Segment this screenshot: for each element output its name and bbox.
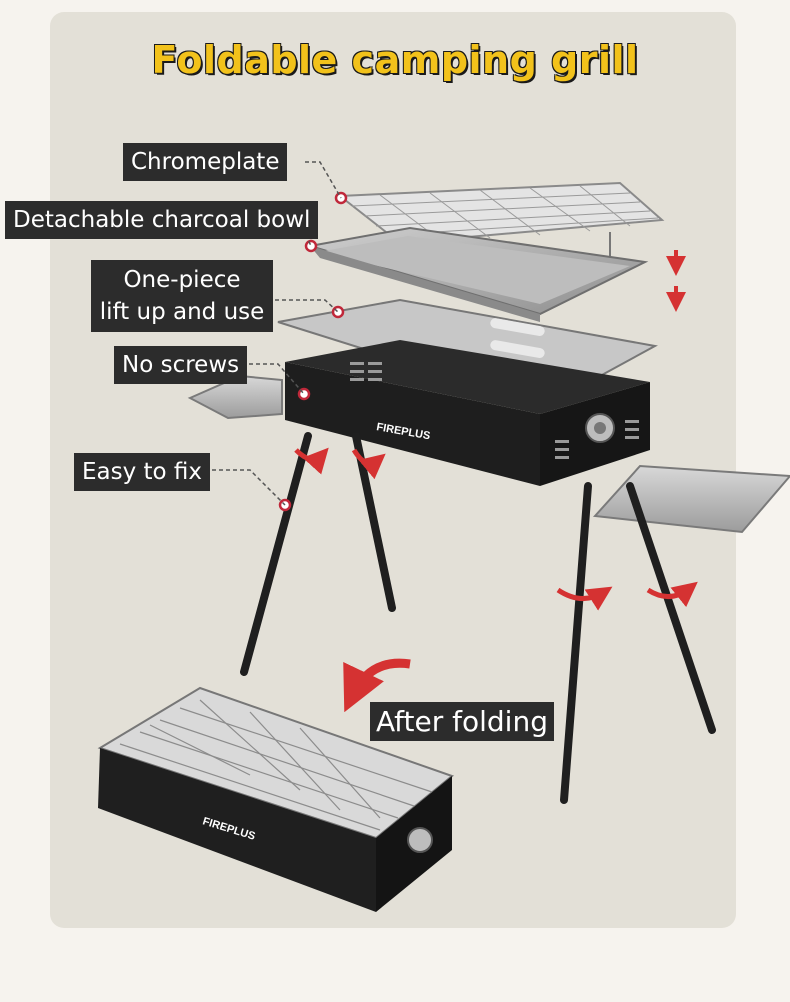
chrome-grate	[337, 181, 665, 268]
rotate-arrow-icon	[294, 447, 698, 611]
charcoal-bowl	[309, 226, 649, 322]
callout-one-piece-line2: lift up and use	[99, 299, 265, 325]
callout-chromeplate: Chromeplate	[123, 143, 288, 181]
fold-arrow-icon	[343, 658, 411, 713]
right-side-table	[592, 464, 790, 534]
callout-one-piece: One-piece lift up and use	[91, 260, 273, 332]
callout-one-piece-line1: One-piece	[123, 267, 241, 293]
callout-no-screws: No screws	[114, 346, 248, 384]
callout-easy-fix: Easy to fix	[74, 453, 211, 491]
page-title: Foldable camping grill	[151, 38, 639, 82]
folded-grill: FIREPLUS	[97, 686, 455, 912]
grill-body: FIREPLUS	[277, 298, 658, 486]
after-folding-label: After folding	[370, 702, 554, 741]
callout-charcoal-bowl: Detachable charcoal bowl	[5, 201, 319, 239]
callout-markers	[278, 191, 348, 512]
leader-lines	[205, 161, 342, 506]
